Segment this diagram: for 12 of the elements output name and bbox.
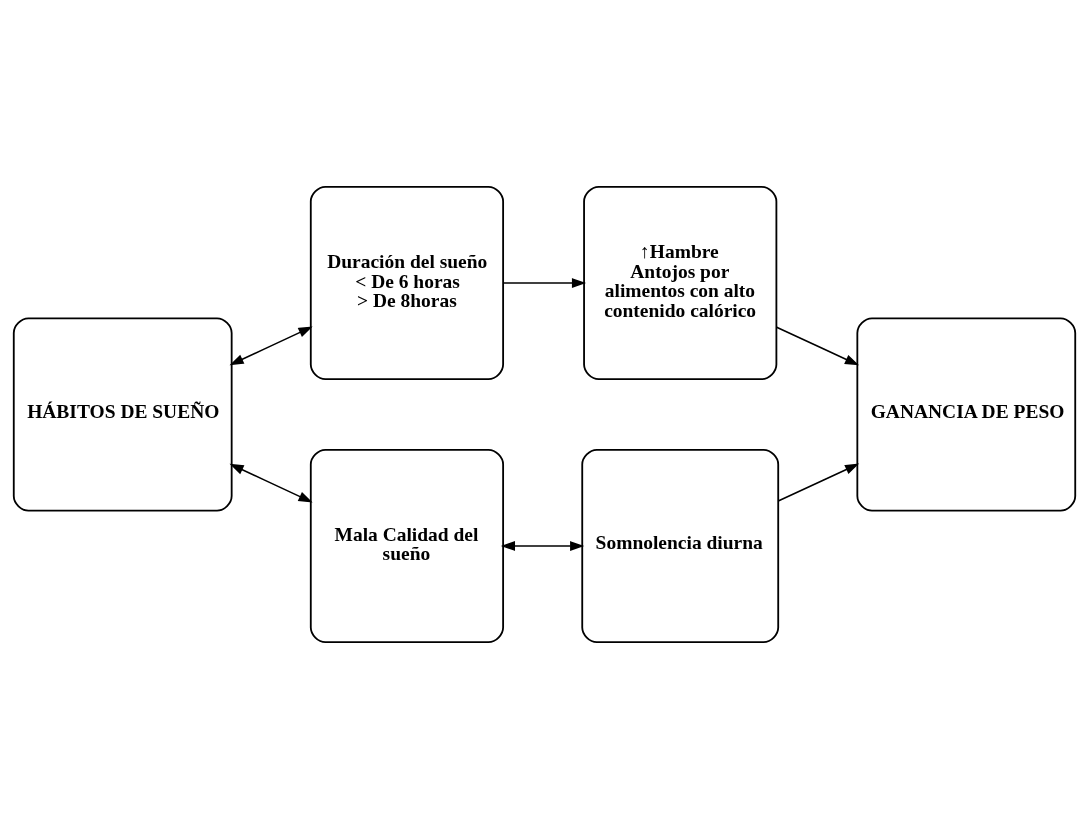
arrow: [775, 325, 860, 365]
node-box: HÁBITOS DE SUEÑO: [12, 316, 233, 512]
arrow: [229, 463, 313, 503]
node-box: Duración del sueño < De 6 horas > De 8horas: [309, 185, 505, 380]
arrow: [229, 325, 313, 365]
node-box: ↑Hambre Antojos por alimentos con alto contenido calórico: [583, 185, 778, 380]
node-box: Somnolencia diurna: [581, 448, 780, 643]
arrow: [777, 463, 860, 502]
node-box: GANANCIA DE PESO: [856, 316, 1077, 512]
arrow: [502, 277, 587, 288]
node-box: Mala Calidad del sueño: [309, 448, 505, 643]
arrow: [500, 540, 585, 551]
